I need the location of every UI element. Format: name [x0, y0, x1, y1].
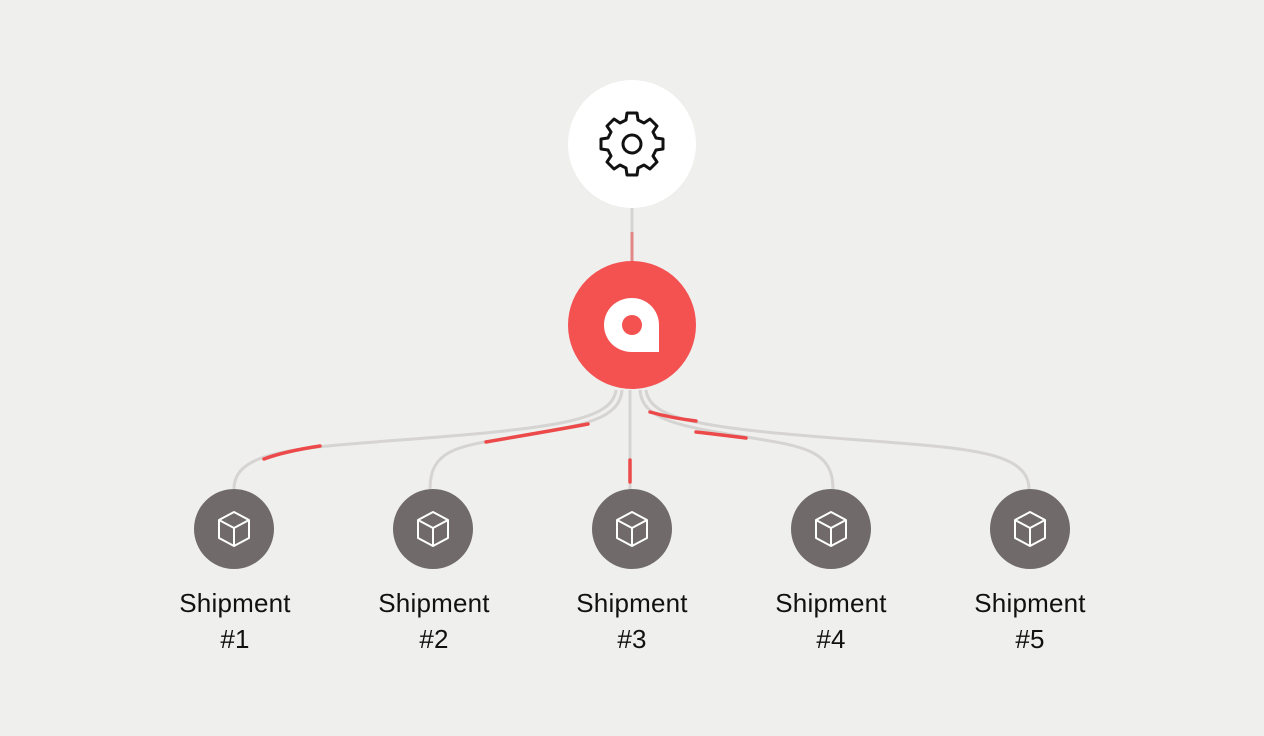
- shipment-node-5[interactable]: [990, 489, 1070, 569]
- highlight-shipment-1: [262, 444, 322, 461]
- connector-hub-shipment-2: [428, 389, 624, 490]
- highlight-shipment-4-lower: [694, 430, 748, 440]
- shipment-label-3: Shipment #3: [552, 585, 712, 657]
- box-icon: [616, 511, 648, 547]
- shipment-nodes: [194, 489, 1070, 569]
- highlight-shipment-2: [484, 422, 590, 444]
- shipment-node-4[interactable]: [791, 489, 871, 569]
- shipment-label-2-line2: #2: [419, 624, 449, 654]
- shipment-node-1[interactable]: [194, 489, 274, 569]
- shipment-label-3-line2: #3: [617, 624, 647, 654]
- shipment-label-4-line2: #4: [816, 624, 846, 654]
- shipment-label-1: Shipment #1: [155, 585, 315, 657]
- shipment-node-2[interactable]: [393, 489, 473, 569]
- connector-hub-shipment-1: [232, 389, 618, 490]
- shipment-label-1-line1: Shipment: [179, 588, 291, 618]
- shipment-label-3-line1: Shipment: [576, 588, 688, 618]
- gear-icon: [599, 111, 665, 177]
- connector-hub-shipment-5: [644, 389, 1031, 490]
- shipment-label-5-line2: #5: [1015, 624, 1045, 654]
- highlight-shipment-4-upper: [648, 410, 698, 423]
- source-node[interactable]: [568, 80, 696, 208]
- shipment-node-3[interactable]: [592, 489, 672, 569]
- shipment-label-4: Shipment #4: [751, 585, 911, 657]
- shipment-label-2: Shipment #2: [354, 585, 514, 657]
- shipment-label-2-line1: Shipment: [378, 588, 490, 618]
- connector-highlights: [262, 410, 748, 484]
- shipment-label-5: Shipment #5: [950, 585, 1110, 657]
- box-icon: [417, 511, 449, 547]
- box-icon: [815, 511, 847, 547]
- shipment-label-5-line1: Shipment: [974, 588, 1086, 618]
- box-icon: [218, 511, 250, 547]
- hub-node[interactable]: [568, 261, 696, 389]
- brand-logo: [604, 298, 659, 352]
- box-icon: [1014, 511, 1046, 547]
- shipment-label-4-line1: Shipment: [775, 588, 887, 618]
- connector-hub-shipment-4: [638, 389, 835, 490]
- shipment-label-1-line2: #1: [220, 624, 250, 654]
